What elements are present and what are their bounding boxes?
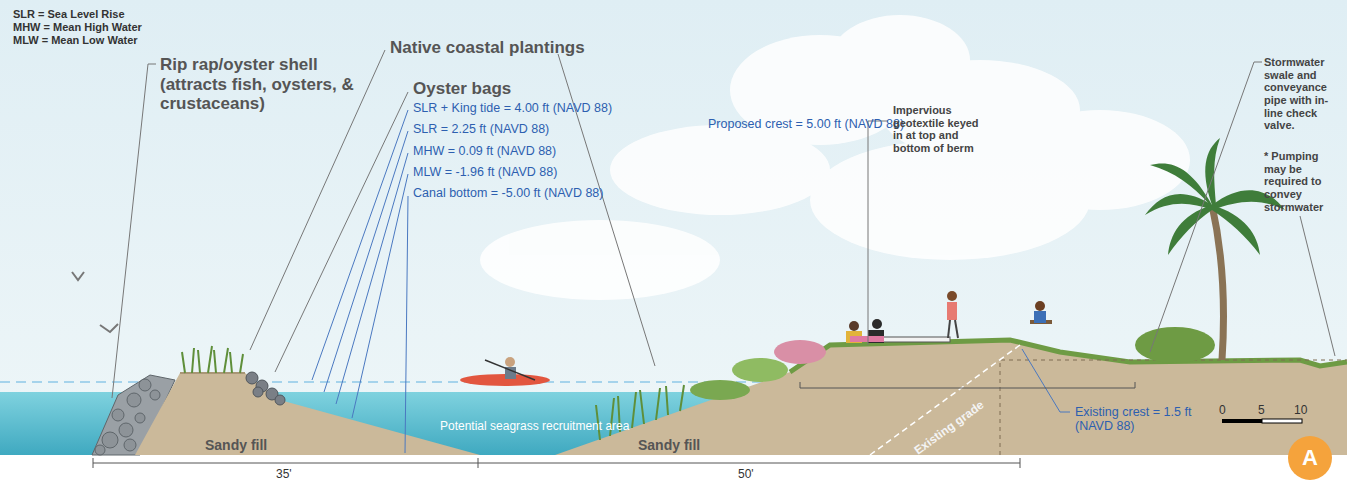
callout-label: Oyster bags bbox=[413, 79, 511, 99]
dimension-label: 35' bbox=[276, 468, 292, 482]
elevation-label: MLW = -1.96 ft (NAVD 88) bbox=[413, 165, 557, 179]
elevation-label: Canal bottom = -5.00 ft (NAVD 88) bbox=[413, 186, 603, 200]
section-letter: A bbox=[1302, 445, 1318, 471]
abbreviation-note: SLR = Sea Level Rise bbox=[13, 8, 125, 21]
abbreviation-note: MLW = Mean Low Water bbox=[13, 34, 138, 47]
scale-number: 0 bbox=[1219, 404, 1226, 418]
callout-label: * Pumping may be required to convey stor… bbox=[1264, 150, 1342, 213]
material-label: Sandy fill bbox=[638, 437, 700, 453]
callout-label: Rip rap/oyster shell (attracts fish, oys… bbox=[160, 55, 380, 114]
elevation-label: Proposed crest = 5.00 ft (NAVD 88) bbox=[708, 117, 904, 131]
area-label: Potential seagrass recruitment area bbox=[440, 420, 629, 434]
elevation-label: MHW = 0.09 ft (NAVD 88) bbox=[413, 144, 556, 158]
elevation-label: SLR + King tide = 4.00 ft (NAVD 88) bbox=[413, 101, 612, 115]
scale-number: 5 bbox=[1258, 404, 1265, 418]
elevation-label: Existing crest = 1.5 ft (NAVD 88) bbox=[1075, 405, 1205, 434]
dimension-label: 50' bbox=[738, 468, 754, 482]
elevation-label: SLR = 2.25 ft (NAVD 88) bbox=[413, 122, 549, 136]
callout-label: Native coastal plantings bbox=[390, 38, 585, 58]
callout-label: Stormwater swale and conveyance pipe wit… bbox=[1264, 56, 1342, 132]
scale-number: 10 bbox=[1294, 404, 1307, 418]
section-marker: A bbox=[1288, 436, 1332, 480]
material-label: Sandy fill bbox=[205, 437, 267, 453]
abbreviation-note: MHW = Mean High Water bbox=[13, 21, 142, 34]
callout-label: Impervious geotextile keyed in at top an… bbox=[893, 104, 988, 155]
